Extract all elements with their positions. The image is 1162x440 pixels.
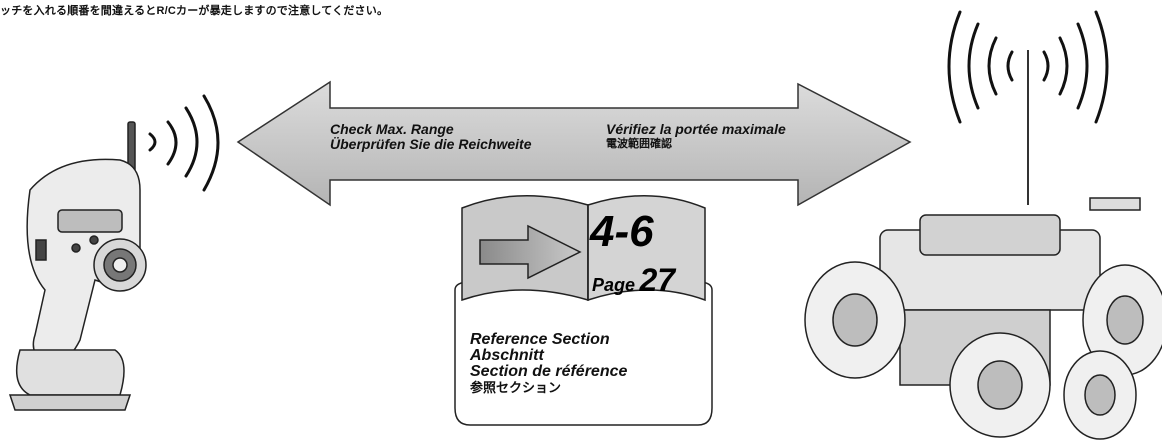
- reference-jp: 参照セクション: [470, 380, 562, 395]
- page-reference: Page 27: [592, 262, 675, 299]
- arrow-label-left: Check Max. Range Überprüfen Sie die Reic…: [330, 122, 532, 152]
- reference-section: Reference Section Abschnitt Section de r…: [470, 332, 627, 396]
- radio-waves-icon: [148, 94, 220, 192]
- arrow-right-icon: [479, 224, 582, 280]
- arrow-label-en: Check Max. Range: [330, 121, 454, 137]
- car-radio-waves-icon: [947, 10, 1109, 124]
- reference-en: Reference Section: [470, 331, 610, 348]
- page-number: 27: [639, 262, 676, 298]
- transmitter-icon: [8, 121, 147, 411]
- arrow-label-fr: Vérifiez la portée maximale: [606, 121, 786, 137]
- arrow-label-right: Vérifiez la portée maximale 電波範囲確認: [606, 122, 786, 152]
- reference-fr: Section de référence: [470, 363, 628, 380]
- arrow-label-jp: 電波範囲確認: [606, 138, 672, 150]
- section-number: 4-6: [590, 207, 654, 256]
- rc-monster-truck-icon: [804, 50, 1162, 440]
- double-arrow-icon: [236, 80, 912, 207]
- reference-de: Abschnitt: [470, 347, 544, 364]
- warning-text: ッチを入れる順番を間違えるとR/Cカーが暴走しますので注意してください。: [0, 5, 389, 17]
- arrow-label-de: Überprüfen Sie die Reichweite: [330, 136, 532, 152]
- page-label: Page: [592, 275, 636, 295]
